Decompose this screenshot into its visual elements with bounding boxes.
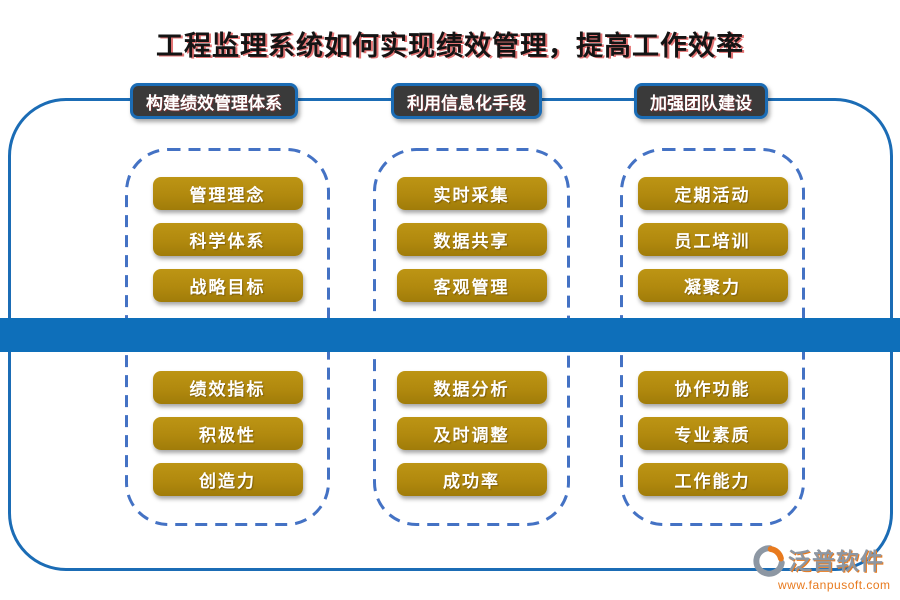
item-button: 数据共享 — [396, 223, 547, 256]
divider-bar — [0, 318, 900, 352]
item-button: 员工培训 — [637, 223, 788, 256]
item-button: 实时采集 — [396, 177, 547, 210]
column-team-building: 定期活动 员工培训 凝聚力 协作功能 专业素质 工作能力 — [620, 148, 805, 526]
item-button: 专业素质 — [637, 417, 788, 450]
page-title: 工程监理系统如何实现绩效管理，提高工作效率 — [156, 31, 744, 61]
item-button: 战略目标 — [152, 269, 303, 302]
item-button: 定期活动 — [637, 177, 788, 210]
item-button: 及时调整 — [396, 417, 547, 450]
brand-watermark: 泛普软件 www.fanpusoft.com — [752, 544, 898, 592]
button-group: 数据分析 及时调整 成功率 — [373, 371, 570, 496]
button-group: 绩效指标 积极性 创造力 — [125, 371, 330, 496]
item-button: 凝聚力 — [637, 269, 788, 302]
fanpu-logo-icon — [753, 545, 785, 577]
column-header-badge: 利用信息化手段 — [391, 83, 542, 119]
item-button: 协作功能 — [637, 371, 788, 404]
brand-website: www.fanpusoft.com — [778, 578, 891, 592]
item-button: 科学体系 — [152, 223, 303, 256]
item-button: 管理理念 — [152, 177, 303, 210]
item-button: 成功率 — [396, 463, 547, 496]
column-header-badge: 构建绩效管理体系 — [130, 83, 298, 119]
column-information-tools: 实时采集 数据共享 客观管理 数据分析 及时调整 成功率 — [373, 148, 570, 526]
item-button: 创造力 — [152, 463, 303, 496]
brand-name: 泛普软件 — [788, 548, 884, 574]
button-group: 管理理念 科学体系 战略目标 — [125, 177, 330, 302]
button-group: 定期活动 员工培训 凝聚力 — [620, 177, 805, 302]
item-button: 数据分析 — [396, 371, 547, 404]
column-performance-system: 管理理念 科学体系 战略目标 绩效指标 积极性 创造力 — [125, 148, 330, 526]
button-group: 实时采集 数据共享 客观管理 — [373, 177, 570, 302]
item-button: 客观管理 — [396, 269, 547, 302]
item-button: 积极性 — [152, 417, 303, 450]
item-button: 工作能力 — [637, 463, 788, 496]
item-button: 绩效指标 — [152, 371, 303, 404]
column-header-badge: 加强团队建设 — [634, 83, 768, 119]
button-group: 协作功能 专业素质 工作能力 — [620, 371, 805, 496]
